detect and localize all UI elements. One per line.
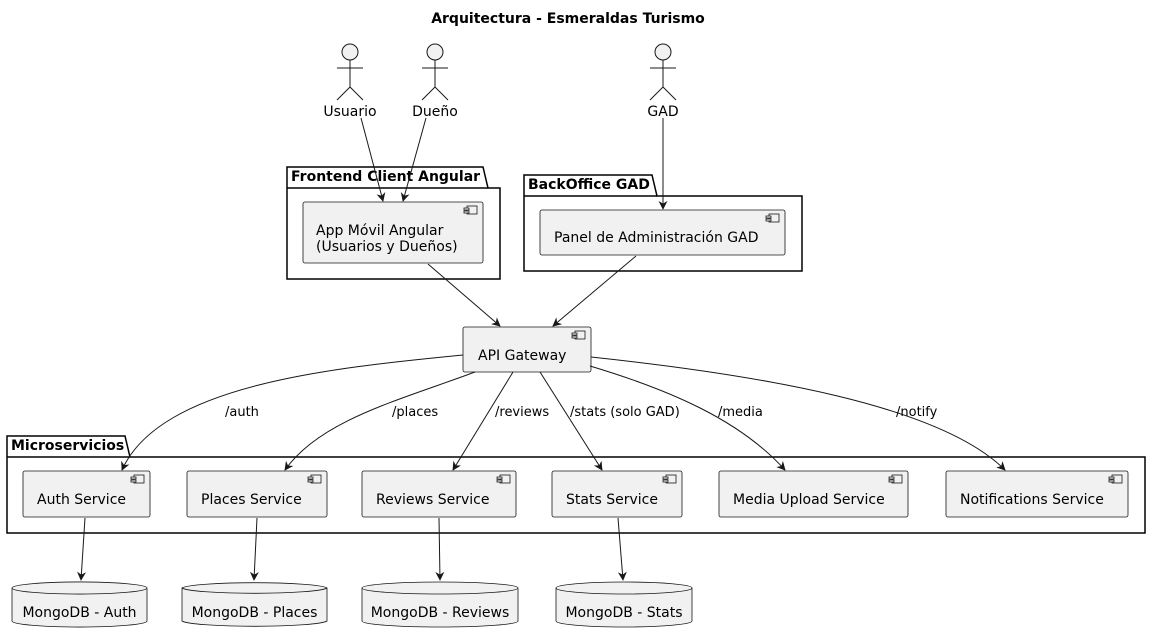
db-stats-label: MongoDB - Stats: [565, 605, 682, 621]
service-stats-label: Stats Service: [566, 492, 658, 508]
edge-gateway-places: [284, 371, 476, 471]
edge-label-places: /places: [392, 405, 438, 420]
service-notifications-label: Notifications Service: [960, 492, 1104, 508]
db-places: MongoDB - Places: [181, 582, 328, 627]
service-reviews-label: Reviews Service: [376, 492, 489, 508]
component-app-movil: App Móvil Angular (Usuarios y Dueños): [302, 201, 484, 264]
db-reviews-label: MongoDB - Reviews: [371, 605, 510, 621]
edge-usuario-app: [360, 117, 386, 202]
db-stats: MongoDB - Stats: [555, 581, 693, 628]
edge-auth-db: [77, 517, 87, 581]
db-auth: MongoDB - Auth: [11, 581, 148, 628]
component-app-movil-line1: App Móvil Angular: [316, 223, 444, 239]
service-auth-label: Auth Service: [37, 492, 126, 508]
edge-gateway-notifications: [590, 356, 1006, 471]
actor-dueno: [421, 43, 449, 101]
edge-label-reviews: /reviews: [495, 405, 549, 420]
component-panel-admin-label: Panel de Administración GAD: [554, 230, 758, 246]
actor-dueno-label: Dueño: [412, 104, 458, 120]
actor-usuario-label: Usuario: [323, 104, 376, 120]
actor-gad-label: GAD: [647, 104, 678, 120]
edge-label-auth: /auth: [225, 405, 259, 420]
service-places-label: Places Service: [201, 492, 302, 508]
component-api-gateway: API Gateway: [462, 326, 592, 373]
edge-app-gateway: [427, 263, 501, 327]
service-notifications: Notifications Service: [945, 470, 1129, 518]
edge-stats-db: [617, 517, 627, 581]
edge-gateway-stats: [539, 371, 603, 471]
package-frontend-label: Frontend Client Angular: [291, 169, 480, 185]
package-microservices-label: Microservicios: [11, 438, 124, 454]
edge-label-media: /media: [718, 405, 763, 420]
service-reviews: Reviews Service: [361, 470, 517, 518]
diagram-title: Arquitectura - Esmeraldas Turismo: [431, 11, 705, 27]
db-auth-label: MongoDB - Auth: [22, 605, 136, 621]
edge-reviews-db: [435, 517, 445, 581]
service-auth: Auth Service: [22, 470, 151, 518]
service-stats: Stats Service: [551, 470, 683, 518]
package-backoffice: [523, 174, 803, 272]
service-media-label: Media Upload Service: [733, 492, 885, 508]
edge-label-notify: /notify: [896, 405, 938, 420]
edge-places-db: [249, 517, 259, 581]
component-app-movil-line2: (Usuarios y Dueños): [316, 239, 458, 255]
package-backoffice-label: BackOffice GAD: [528, 177, 650, 193]
component-panel-admin: Panel de Administración GAD: [539, 209, 786, 256]
service-places: Places Service: [186, 470, 328, 518]
service-media: Media Upload Service: [718, 470, 909, 518]
package-microservices: [6, 435, 1146, 534]
edge-dueno-app: [400, 117, 427, 202]
package-frontend: [286, 166, 501, 280]
edge-gateway-auth: [121, 354, 464, 471]
db-reviews: MongoDB - Reviews: [361, 581, 519, 628]
edge-panel-gateway: [552, 255, 637, 327]
edge-label-stats: /stats (solo GAD): [570, 405, 680, 420]
component-api-gateway-label: API Gateway: [478, 348, 566, 364]
db-places-label: MongoDB - Places: [192, 605, 318, 621]
edge-gateway-media: [589, 365, 786, 471]
actor-usuario: [336, 43, 364, 101]
actor-gad: [649, 43, 677, 101]
edge-gateway-reviews: [452, 371, 514, 471]
